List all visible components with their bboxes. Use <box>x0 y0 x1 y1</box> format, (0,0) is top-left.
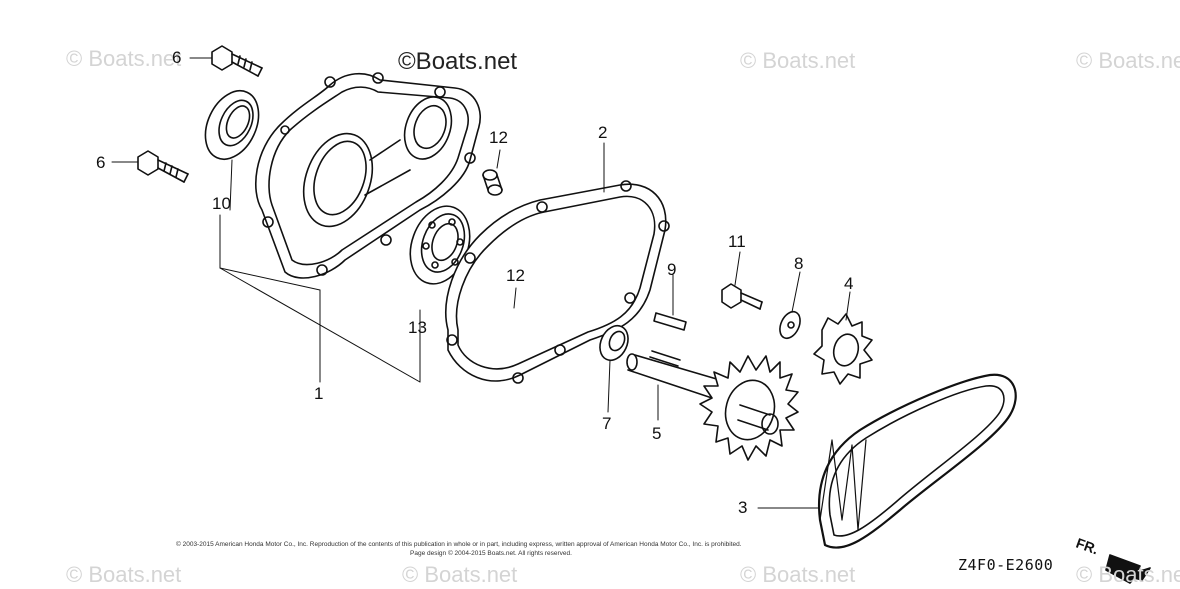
watermark: © Boats.net <box>66 46 182 71</box>
callout-12-upper: 12 <box>489 128 508 147</box>
front-arrow <box>1105 554 1151 584</box>
lock-washer <box>779 310 801 340</box>
bearing <box>409 205 471 285</box>
callout-13: 13 <box>408 318 427 337</box>
callout-11: 11 <box>728 232 746 251</box>
callout-4: 4 <box>844 274 854 293</box>
gasket <box>445 180 670 384</box>
dowel-pin-upper <box>482 169 503 196</box>
callout-2: 2 <box>598 123 608 142</box>
leader-lines <box>111 57 851 509</box>
bolt-left <box>137 150 189 183</box>
callout-1: 1 <box>314 384 324 403</box>
chain <box>818 373 1017 549</box>
copyright-line-1: © 2003-2015 American Honda Motor Co., In… <box>176 541 742 548</box>
watermark: © Boats.net <box>740 562 856 587</box>
callout-6-top: 6 <box>172 48 182 67</box>
oil-seal <box>204 90 260 160</box>
callout-8: 8 <box>794 254 804 273</box>
watermark: © Boats.net <box>740 48 856 73</box>
callout-6-left: 6 <box>96 153 106 172</box>
callout-7: 7 <box>602 414 612 433</box>
callout-5: 5 <box>652 424 662 443</box>
watermark: © Boats.net <box>66 562 182 587</box>
callout-12-lower: 12 <box>506 266 525 285</box>
callout-9: 9 <box>667 260 677 279</box>
key <box>653 312 687 331</box>
watermark: © Boats.net <box>1076 48 1180 73</box>
watermark: © Boats.net <box>1076 562 1180 587</box>
watermark-top: ©Boats.net <box>398 48 518 75</box>
shaft-sprocket <box>626 350 799 461</box>
callout-10: 10 <box>212 194 231 213</box>
diagram-code: Z4F0-E2600 <box>958 556 1054 574</box>
callout-3: 3 <box>738 498 748 517</box>
watermark: © Boats.net <box>402 562 518 587</box>
washer <box>599 324 629 362</box>
case-cover <box>255 72 481 279</box>
flange-bolt <box>721 283 763 310</box>
drive-sprocket <box>813 313 873 385</box>
copyright-line-2: Page design © 2004-2015 Boats.net. All r… <box>410 550 572 557</box>
bolt-top <box>211 45 263 77</box>
